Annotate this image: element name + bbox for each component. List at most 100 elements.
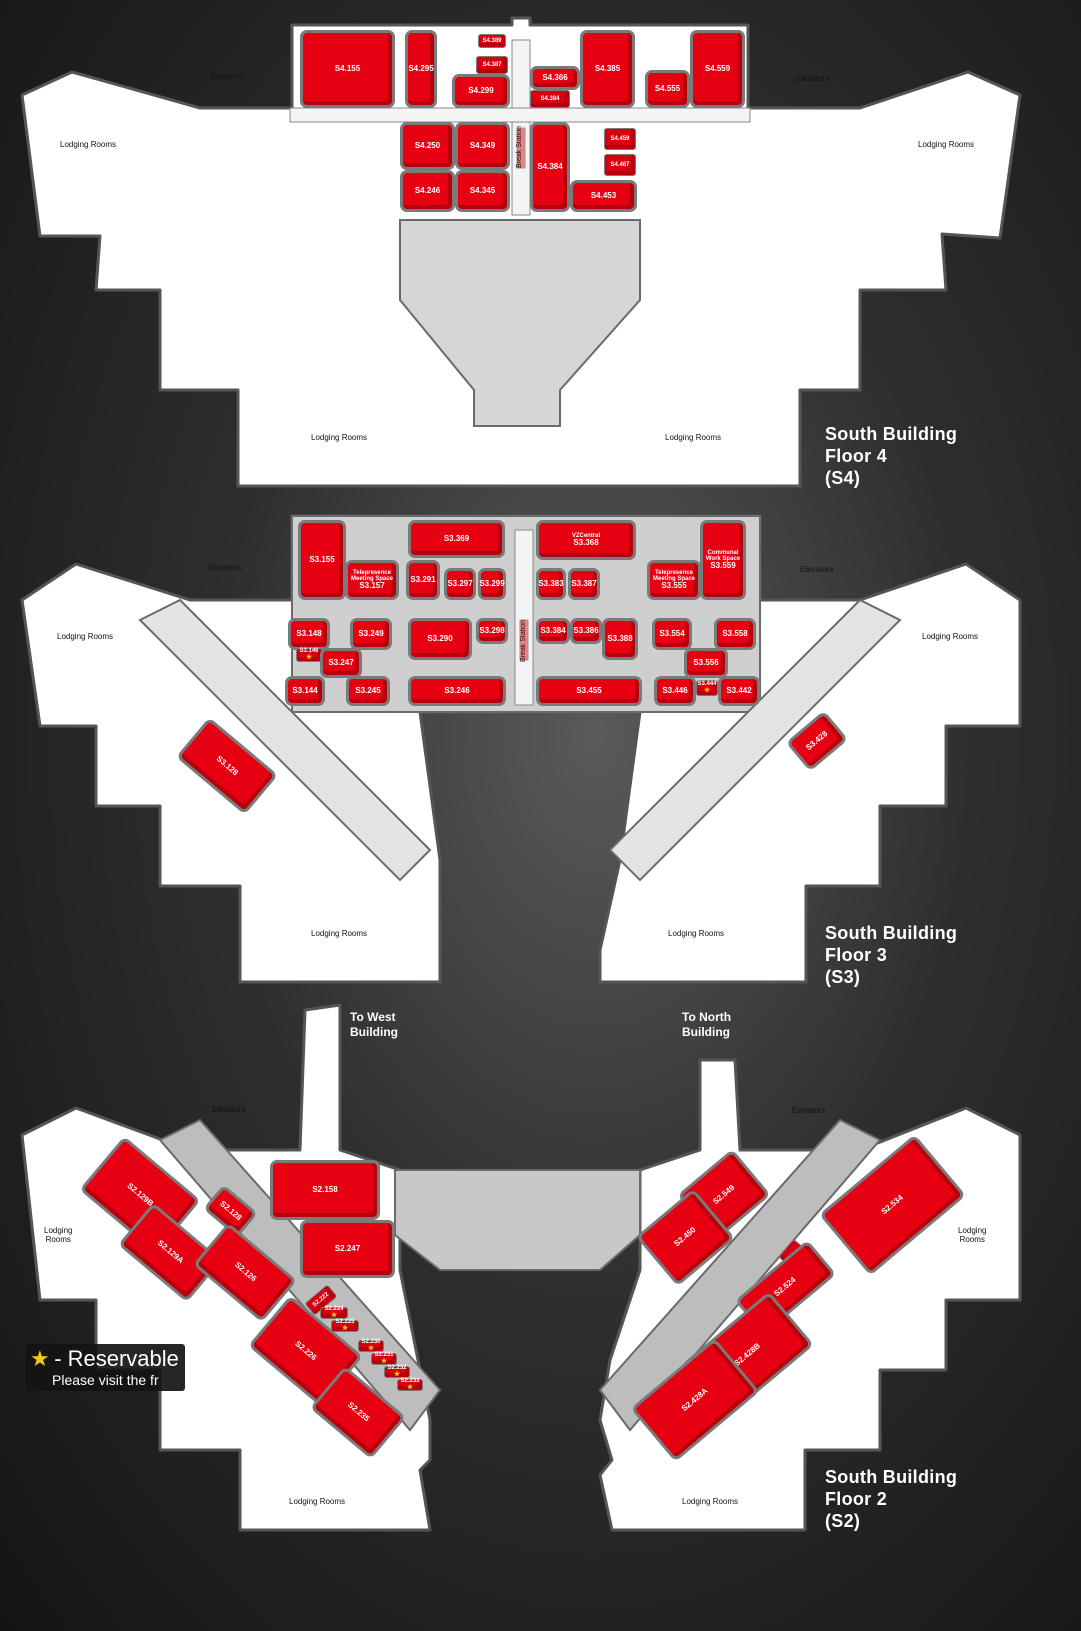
room-s3-369[interactable]: S3.369 xyxy=(408,520,505,558)
floor-code: (S2) xyxy=(825,1511,861,1531)
room-s4-453[interactable]: S4.453 xyxy=(570,180,637,212)
room-s4-250[interactable]: S4.250 xyxy=(400,122,455,170)
reservable-star-icon: ★ xyxy=(406,1384,414,1392)
lodging-rooms-label: Lodging Rooms xyxy=(665,433,722,442)
room-s2-225[interactable]: S2.225★ xyxy=(331,1319,359,1332)
room-number: S3.297 xyxy=(447,578,473,588)
room-s4-299[interactable]: S4.299 xyxy=(452,74,510,108)
room-number: S2.235 xyxy=(345,1400,372,1424)
room-number: S3.249 xyxy=(358,628,384,638)
room-s3-155[interactable]: S3.155 xyxy=(298,520,346,600)
room-s3-297[interactable]: S3.297 xyxy=(444,568,476,600)
room-s3-291[interactable]: S3.291 xyxy=(406,560,440,600)
room-s4-467[interactable]: S4.467 xyxy=(604,154,636,176)
room-s3-144[interactable]: S3.144 xyxy=(285,676,325,706)
room-s4-366[interactable]: S4.366 xyxy=(530,66,580,90)
room-number: S3.386 xyxy=(573,625,599,635)
room-s2-232[interactable]: S2.232★ xyxy=(384,1365,410,1378)
room-s3-247[interactable]: S3.247 xyxy=(320,648,362,678)
room-s4-384[interactable]: S4.384 xyxy=(530,122,570,212)
floor3-break-corridor xyxy=(514,529,534,706)
to-west-building-label: To West Building xyxy=(350,1010,398,1039)
room-s4-385[interactable]: S4.385 xyxy=(580,30,635,108)
room-s3-383[interactable]: S3.383 xyxy=(536,568,566,600)
room-s3-387[interactable]: S3.387 xyxy=(568,568,600,600)
room-s2-230[interactable]: S2.230★ xyxy=(358,1339,384,1353)
room-s4-459[interactable]: S4.459 xyxy=(604,128,636,150)
room-s4-389[interactable]: S4.389 xyxy=(478,34,506,48)
room-s3-298[interactable]: S3.298 xyxy=(476,618,508,644)
building-name: South Building xyxy=(825,923,958,943)
rooms-line: Rooms xyxy=(45,1235,71,1244)
room-number: S3.291 xyxy=(410,574,436,584)
room-s3-444[interactable]: S3.444★ xyxy=(696,680,718,696)
break-station-label: Break Station xyxy=(520,619,527,662)
room-s4-384[interactable]: S4.384 xyxy=(530,90,570,108)
room-number: S4.345 xyxy=(469,185,496,195)
reservable-star-icon: ★ xyxy=(305,654,313,662)
room-s3-384[interactable]: S3.384 xyxy=(536,618,570,644)
room-s3-446[interactable]: S3.446 xyxy=(654,676,696,706)
room-s3-442[interactable]: S3.442 xyxy=(718,676,760,706)
room-s3-245[interactable]: S3.245 xyxy=(346,676,390,706)
room-number: S2.128 xyxy=(218,1198,244,1223)
room-number: S3.247 xyxy=(328,657,354,667)
room-s4-155[interactable]: S4.155 xyxy=(300,30,395,108)
room-number: S4.299 xyxy=(468,85,494,95)
room-number: S3.555 xyxy=(661,581,687,591)
room-s2-247[interactable]: S2.247 xyxy=(300,1220,395,1278)
room-s3-386[interactable]: S3.386 xyxy=(570,618,602,644)
reservable-star-icon: ★ xyxy=(367,1345,375,1353)
room-number: S4.389 xyxy=(482,37,502,44)
room-s3-299[interactable]: S3.299 xyxy=(478,568,506,600)
room-s4-246[interactable]: S4.246 xyxy=(400,170,455,212)
room-number: S4.387 xyxy=(482,61,502,68)
lodging-rooms-label: Lodging Rooms xyxy=(922,632,979,641)
elevators-label: Elevators xyxy=(212,1105,246,1114)
room-s3-246[interactable]: S3.246 xyxy=(408,676,506,706)
room-s4-555[interactable]: S4.555 xyxy=(645,70,690,108)
room-number: S3.446 xyxy=(662,685,688,695)
room-name: Telepresence Meeting Space xyxy=(350,569,393,582)
room-number: S4.453 xyxy=(590,190,617,200)
to-north-building-label: To North Building xyxy=(682,1010,732,1039)
room-s3-554[interactable]: S3.554 xyxy=(652,618,692,650)
room-s3-148[interactable]: S3.148 xyxy=(288,618,330,650)
room-s4-349[interactable]: S4.349 xyxy=(455,122,510,170)
lodging-rooms-label: Lodging Rooms xyxy=(668,929,725,938)
room-s3-290[interactable]: S3.290 xyxy=(408,618,472,660)
room-number: S4.385 xyxy=(594,63,621,73)
room-s4-559[interactable]: S4.559 xyxy=(690,30,745,108)
room-s3-558[interactable]: S3.558 xyxy=(714,618,756,650)
room-s2-233[interactable]: S2.233★ xyxy=(397,1378,423,1392)
room-number: S2.224 xyxy=(324,1306,344,1313)
room-s2-231[interactable]: S2.231★ xyxy=(371,1352,397,1365)
room-number: S2.230 xyxy=(361,1339,381,1346)
room-s3-388[interactable]: S3.388 xyxy=(602,618,638,660)
room-number: S4.155 xyxy=(334,63,361,73)
room-s3-556[interactable]: S3.556 xyxy=(684,648,728,678)
floor-code: (S3) xyxy=(825,967,861,987)
room-number: S3.444 xyxy=(697,681,717,688)
room-s4-345[interactable]: S4.345 xyxy=(455,170,510,212)
room-s3-455[interactable]: S3.455 xyxy=(536,676,642,706)
room-s4-387[interactable]: S4.387 xyxy=(476,56,508,74)
room-s3-249[interactable]: S3.249 xyxy=(350,618,392,650)
break-station-counter xyxy=(519,619,529,661)
room-s3-146[interactable]: S3.146★ xyxy=(296,648,322,662)
room-number: S2.226 xyxy=(293,1338,319,1363)
room-number: S4.349 xyxy=(469,140,496,150)
room-number: S3.128 xyxy=(214,753,241,778)
room-s4-295[interactable]: S4.295 xyxy=(405,30,437,108)
room-number: S3.558 xyxy=(722,628,748,638)
room-s2-224[interactable]: S2.224★ xyxy=(320,1306,348,1319)
lodging-rooms-label: Lodging Rooms xyxy=(311,929,368,938)
room-number: S2.549 xyxy=(710,1182,737,1207)
room-s2-158[interactable]: S2.158 xyxy=(270,1160,380,1220)
room-name: VZCentral xyxy=(571,532,601,539)
